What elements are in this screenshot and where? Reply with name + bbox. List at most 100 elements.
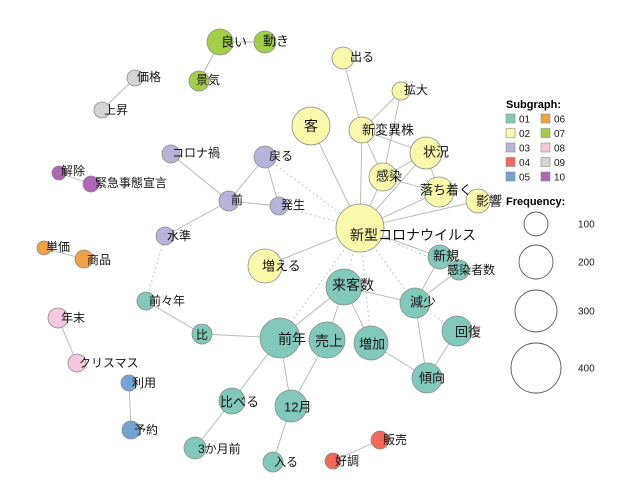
node-label-hassei: 発生: [281, 198, 305, 212]
edge-zenzennen-hi: [145, 300, 203, 335]
node-kocho: [324, 452, 342, 470]
frequency-circle-200: [518, 244, 554, 280]
node-shinki: [427, 244, 453, 270]
node-label-kakudai: 拡大: [404, 83, 428, 97]
node-label-kuraberu: 比べる: [220, 395, 259, 410]
node-label-kansenshasu: 感染者数: [447, 262, 495, 277]
node-hanbai: [370, 430, 390, 450]
subgraph-swatch-07: [540, 128, 551, 138]
node-label-kansen: 感染: [376, 169, 402, 184]
node-riyo: [120, 374, 138, 392]
node-label-kakaku: 価格: [137, 69, 161, 84]
node-kyaku: [291, 106, 331, 146]
node-label-nenmatsu: 年末: [61, 311, 85, 325]
node-label-mae: 前: [231, 192, 243, 207]
node-deru: [331, 46, 355, 70]
subgraph-swatch-03: [505, 142, 516, 153]
node-label-maenen: 前年: [278, 331, 306, 347]
node-kakaku: [126, 69, 144, 87]
subgraph-swatch-05: [505, 171, 516, 182]
subgraph-label-02: 02: [519, 129, 531, 140]
node-label-yoyaku: 予約: [134, 422, 158, 437]
edge-shingata-gensho: [359, 227, 416, 304]
subgraph-label-07: 07: [554, 129, 566, 140]
node-label-jokyo: 状況: [423, 145, 449, 160]
node-hairu: [262, 451, 284, 473]
node-suijun: [155, 226, 175, 246]
frequency-label-400: 400: [578, 364, 595, 375]
node-shingata: [335, 203, 385, 253]
node-kansenshasu: [448, 259, 470, 281]
edge-coronaka-mae: [170, 153, 230, 202]
node-label-keiki: 景気: [196, 72, 220, 87]
node-tanka: [36, 240, 52, 256]
node-label-tanka: 単価: [46, 240, 70, 254]
node-jokyo: [409, 136, 443, 170]
edge-kakudai-kansen: [382, 90, 402, 178]
node-label-shinhenikabu: 新変異株: [362, 123, 414, 138]
node-hi: [191, 323, 213, 345]
node-gensho: [399, 287, 431, 319]
frequency-circle-300: [514, 289, 558, 333]
node-zenzennen: [136, 291, 156, 311]
frequency-label-300: 300: [578, 307, 595, 318]
node-label-shinki: 新規: [433, 249, 459, 264]
labels-layer: 新型コロナウイルス客出る拡大新変異株状況感染落ち着く影響増える来客数前年売上増加…: [46, 34, 502, 470]
node-kinkyu: [82, 175, 100, 193]
node-label-suijun: 水準: [167, 228, 191, 243]
node-nenmatsu: [47, 307, 69, 329]
node-kaifuku: [441, 315, 473, 347]
node-label-modoru: 戻る: [269, 149, 293, 163]
node-ochitsuku: [423, 176, 455, 208]
node-maenen: [259, 317, 301, 359]
frequency-circle-100: [523, 211, 549, 237]
node-label-fueru: 増える: [262, 259, 301, 274]
node-label-coronaka: コロナ禍: [172, 145, 220, 160]
node-label-kaifuku: 回復: [455, 325, 481, 340]
subgraph-label-06: 06: [554, 115, 566, 126]
frequency-label-200: 200: [578, 258, 595, 269]
node-kurisumasu: [67, 353, 87, 373]
edge-modoru-shingata: [264, 156, 361, 229]
node-shinhenikabu: [348, 116, 376, 144]
node-label-shohin: 商品: [87, 252, 111, 267]
subgraph-label-10: 10: [554, 173, 566, 184]
node-zoka: [353, 325, 389, 361]
node-mae: [218, 190, 240, 212]
subgraph-label-01: 01: [519, 115, 531, 126]
node-label-riyo: 利用: [132, 376, 156, 390]
node-coronaka: [161, 144, 181, 164]
node-label-sankagetsumae: 3か月前: [198, 441, 241, 456]
node-kansen: [368, 162, 398, 192]
node-label-kyaku: 客: [304, 118, 318, 134]
node-label-shingata: 新型コロナウイルス: [350, 227, 476, 243]
node-label-ochitsuku: 落ち着く: [420, 183, 472, 198]
node-modoru: [253, 145, 277, 169]
node-label-zenzennen: 前々年: [149, 293, 185, 308]
node-label-yoi: 良い: [221, 35, 247, 50]
subgraph-swatch-02: [505, 128, 516, 138]
node-label-zoka: 増加: [359, 337, 385, 352]
subgraph-swatch-08: [540, 142, 551, 153]
node-label-hanbai: 販売: [383, 432, 407, 447]
node-label-ugoki: 動き: [263, 34, 289, 49]
node-label-kurisumasu: クリスマス: [79, 356, 139, 370]
node-raikyakusu: [325, 268, 363, 306]
node-ugoki: [253, 30, 277, 54]
node-fueru: [247, 248, 283, 284]
node-label-keiko: 傾向: [419, 371, 445, 386]
node-junigatsu: [274, 389, 308, 423]
node-label-kinkyu: 緊急事態宣言: [95, 175, 167, 190]
edge-mae-suijun: [164, 200, 230, 237]
edge-suijun-zenzennen: [145, 235, 166, 302]
node-label-raikyakusu: 来客数: [332, 277, 374, 293]
node-eikyo: [465, 188, 491, 214]
node-kaijo: [51, 165, 67, 181]
node-uriage: [308, 321, 346, 359]
subgraph-label-08: 08: [554, 144, 566, 155]
node-label-junigatsu: 12月: [284, 400, 311, 415]
node-label-eikyo: 影響: [476, 194, 502, 209]
